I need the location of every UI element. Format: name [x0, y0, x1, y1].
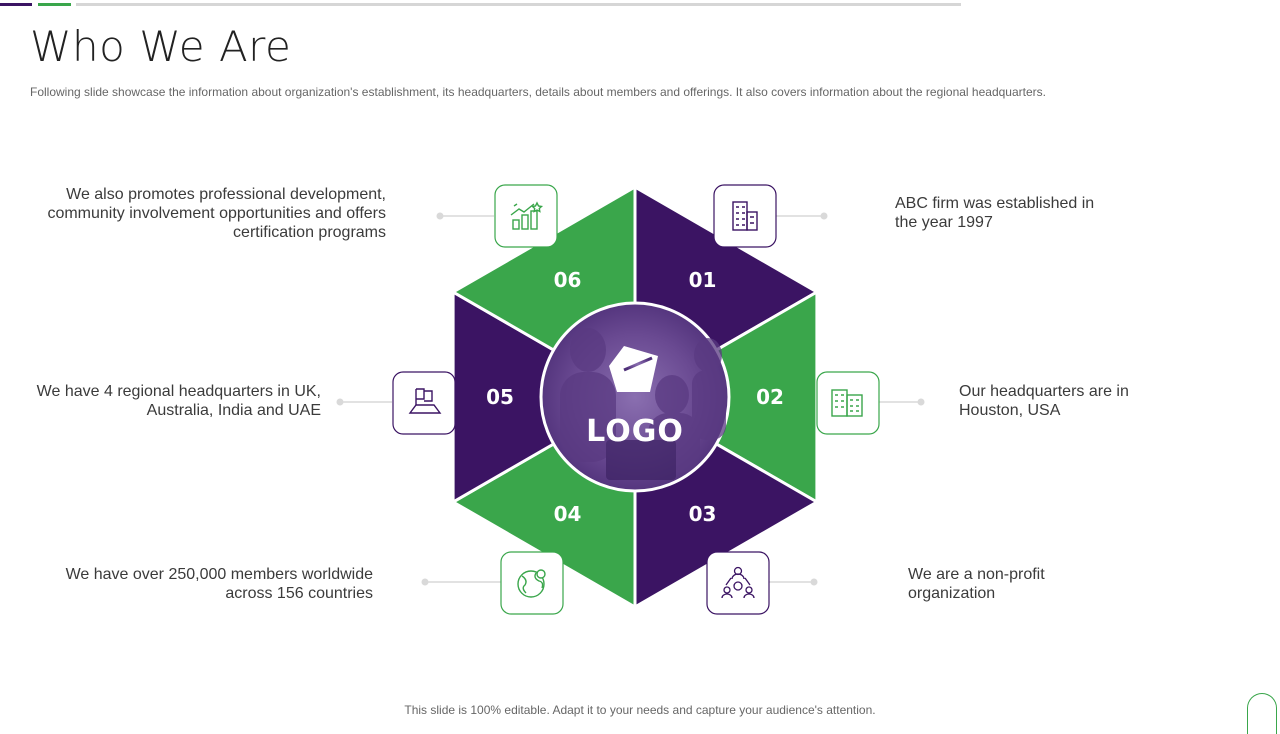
description-06: We also promotes professional developmen…	[47, 186, 386, 241]
growth-chart-icon	[510, 201, 544, 230]
network-people-icon	[721, 566, 755, 599]
description-03: We are a non-profit organization	[908, 566, 1045, 602]
icon-box-02	[816, 371, 880, 435]
segment-number-02: 02	[756, 385, 784, 409]
description-04: We have over 250,000 members worldwide a…	[65, 566, 373, 602]
connectors	[336, 212, 925, 586]
description-05: We have 4 regional headquarters in UK, A…	[36, 383, 321, 419]
description-01: ABC firm was established in the year 199…	[895, 195, 1095, 231]
building-icon	[732, 201, 758, 231]
icon-box-04	[500, 551, 564, 615]
segment-number-05: 05	[486, 385, 514, 409]
icon-box-01	[713, 184, 777, 248]
segment-number-01: 01	[689, 268, 717, 292]
page-title: Who We Are	[30, 22, 292, 71]
icon-box-05	[392, 371, 456, 435]
segment-number-06: 06	[554, 268, 582, 292]
center-logo-circle: LOGO	[539, 301, 731, 493]
icon-box-03	[706, 551, 770, 615]
icon-box-06	[494, 184, 558, 248]
map-flag-icon	[408, 388, 442, 414]
top-accent-green	[38, 3, 71, 6]
segment-number-04: 04	[554, 502, 582, 526]
page-subtitle: Following slide showcase the information…	[30, 85, 1046, 99]
globe-icon	[517, 569, 546, 598]
segment-number-03: 03	[689, 502, 717, 526]
office-icon	[831, 389, 863, 417]
top-accent-purple	[0, 3, 32, 6]
footer-note: This slide is 100% editable. Adapt it to…	[404, 703, 876, 717]
description-02: Our headquarters are in Houston, USA	[959, 383, 1129, 419]
corner-decoration	[1247, 693, 1277, 734]
logo-text: LOGO	[586, 414, 684, 449]
logo-mark-icon	[609, 346, 658, 392]
top-accent-gray	[76, 3, 961, 6]
